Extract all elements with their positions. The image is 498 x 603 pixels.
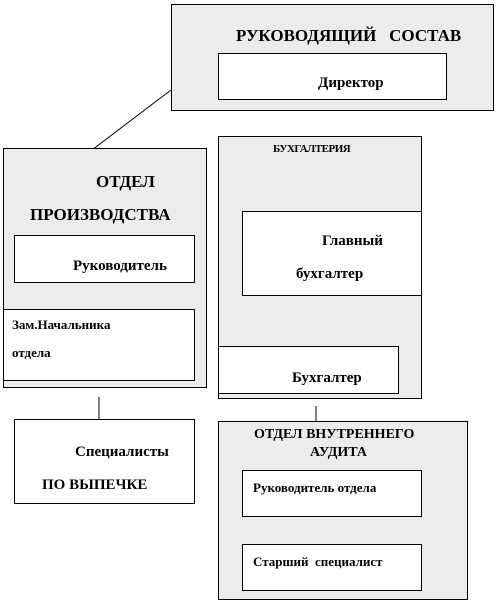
- accounting-title: БУХГАЛТЕРИЯ: [273, 143, 351, 155]
- audit-head-box: [242, 470, 422, 517]
- senior-specialist-box: [242, 544, 422, 591]
- production-deputy-line2: отдела: [12, 345, 51, 360]
- accountant-label: Бухгалтер: [292, 370, 362, 386]
- production-head-box: [14, 235, 195, 283]
- leadership-title: РУКОВОДЯЩИЙ СОСТАВ: [236, 26, 462, 45]
- chief-accountant-line1: Главный: [322, 233, 383, 249]
- accountant-box: [218, 346, 399, 394]
- specialists-line1: Специалисты: [75, 444, 169, 460]
- director-label: Директор: [318, 75, 384, 91]
- production-title-line2: ПРОИЗВОДСТВА: [30, 205, 171, 224]
- chief-accountant-line2: бухгалтер: [296, 266, 364, 282]
- production-deputy-line1: Зам.Начальника: [12, 317, 111, 332]
- connector-leadership-production: [87, 89, 172, 154]
- audit-head-label: Руководитель отдела: [253, 480, 377, 495]
- audit-title-line1: ОТДЕЛ ВНУТРЕННЕГО: [254, 427, 415, 442]
- production-deputy-box: [3, 309, 195, 381]
- audit-title-line2: АУДИТА: [310, 445, 368, 460]
- production-head-label: Руководитель: [73, 258, 167, 274]
- specialists-line2: ПО ВЫПЕЧКЕ: [42, 477, 148, 493]
- chief-accountant-box: [242, 211, 422, 296]
- specialists-box: [14, 419, 195, 504]
- senior-specialist-label: Старший специалист: [253, 554, 383, 569]
- production-title-line1: ОТДЕЛ: [96, 172, 155, 191]
- director-box: [218, 53, 447, 100]
